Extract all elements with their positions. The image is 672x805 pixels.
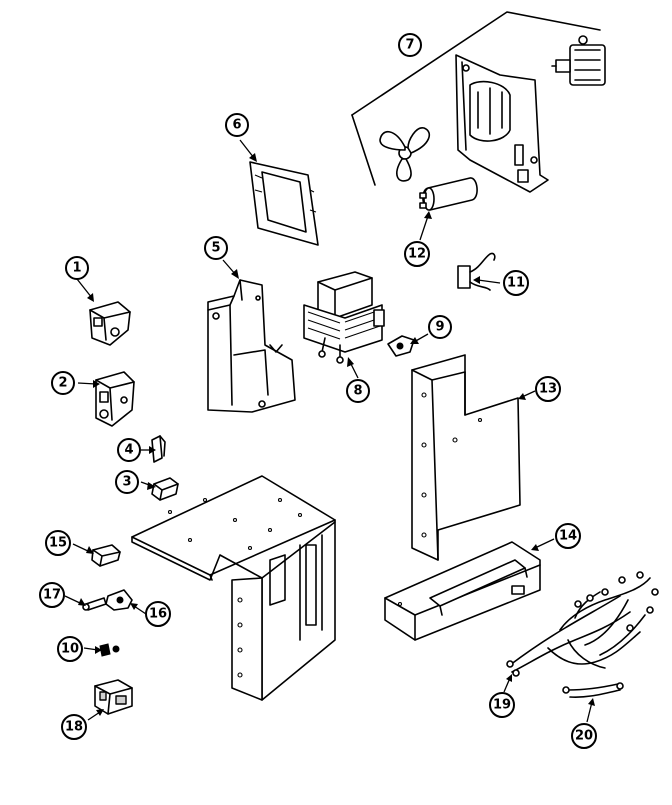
fan-motor [551, 35, 606, 86]
callout-9: 9 [428, 315, 452, 339]
callout-label-8: 8 [353, 384, 362, 399]
capacitor [419, 177, 478, 211]
callout-label-6: 6 [232, 118, 241, 133]
screw-part-10 [99, 643, 120, 657]
callout-20: 20 [571, 723, 597, 749]
clip-part-4 [151, 435, 166, 463]
interlock-switch-1 [89, 301, 131, 346]
callout-label-5: 5 [211, 241, 220, 256]
callout-19: 19 [489, 692, 515, 718]
fan-assembly-group-line [351, 11, 601, 186]
bracket-part-3 [151, 477, 179, 501]
callout-label-7: 7 [405, 38, 414, 53]
waveguide-duct [207, 279, 296, 413]
callout-label-4: 4 [124, 443, 133, 458]
callout-label-14: 14 [559, 529, 577, 544]
thermal-cutout [387, 335, 415, 357]
callout-18: 18 [61, 714, 87, 740]
callout-label-17: 17 [43, 588, 61, 603]
callout-2: 2 [51, 371, 75, 395]
callout-8: 8 [346, 379, 370, 403]
callout-3: 3 [115, 470, 139, 494]
callout-label-13: 13 [539, 382, 557, 397]
callout-5: 5 [204, 236, 228, 260]
callout-4: 4 [117, 438, 141, 462]
callout-7: 7 [398, 33, 422, 57]
wire-harness [506, 571, 659, 677]
callout-label-10: 10 [61, 642, 79, 657]
callout-10: 10 [57, 636, 83, 662]
callout-11: 11 [503, 270, 529, 296]
callout-15: 15 [45, 530, 71, 556]
diode [457, 252, 496, 291]
callout-12: 12 [404, 241, 430, 267]
callout-6: 6 [225, 113, 249, 137]
callout-1: 1 [65, 256, 89, 280]
callout-14: 14 [555, 523, 581, 549]
callout-label-16: 16 [149, 607, 167, 622]
relay-part-15 [91, 544, 121, 567]
holder-part-16 [105, 589, 133, 611]
noise-filter [94, 679, 133, 715]
side-panel [411, 354, 521, 561]
callout-label-1: 1 [72, 261, 81, 276]
fan-blade [379, 127, 431, 182]
chassis-base [131, 475, 336, 701]
callout-label-18: 18 [65, 720, 83, 735]
callout-17: 17 [39, 582, 65, 608]
callout-label-12: 12 [408, 247, 426, 262]
callout-16: 16 [145, 601, 171, 627]
callout-label-9: 9 [435, 320, 444, 335]
callout-label-2: 2 [58, 376, 67, 391]
callout-13: 13 [535, 376, 561, 402]
callout-label-3: 3 [122, 475, 131, 490]
interlock-switch-2 [95, 371, 135, 427]
fan-shroud [455, 54, 549, 193]
callout-label-15: 15 [49, 536, 67, 551]
gasket-frame [249, 161, 319, 246]
callout-label-20: 20 [575, 729, 593, 744]
short-wire [562, 682, 624, 698]
callout-label-19: 19 [493, 698, 511, 713]
magnetron [303, 271, 385, 364]
leader-lines [64, 139, 595, 723]
base-tray [384, 541, 541, 641]
callout-label-11: 11 [507, 276, 525, 291]
fuse-part-17 [82, 597, 107, 611]
